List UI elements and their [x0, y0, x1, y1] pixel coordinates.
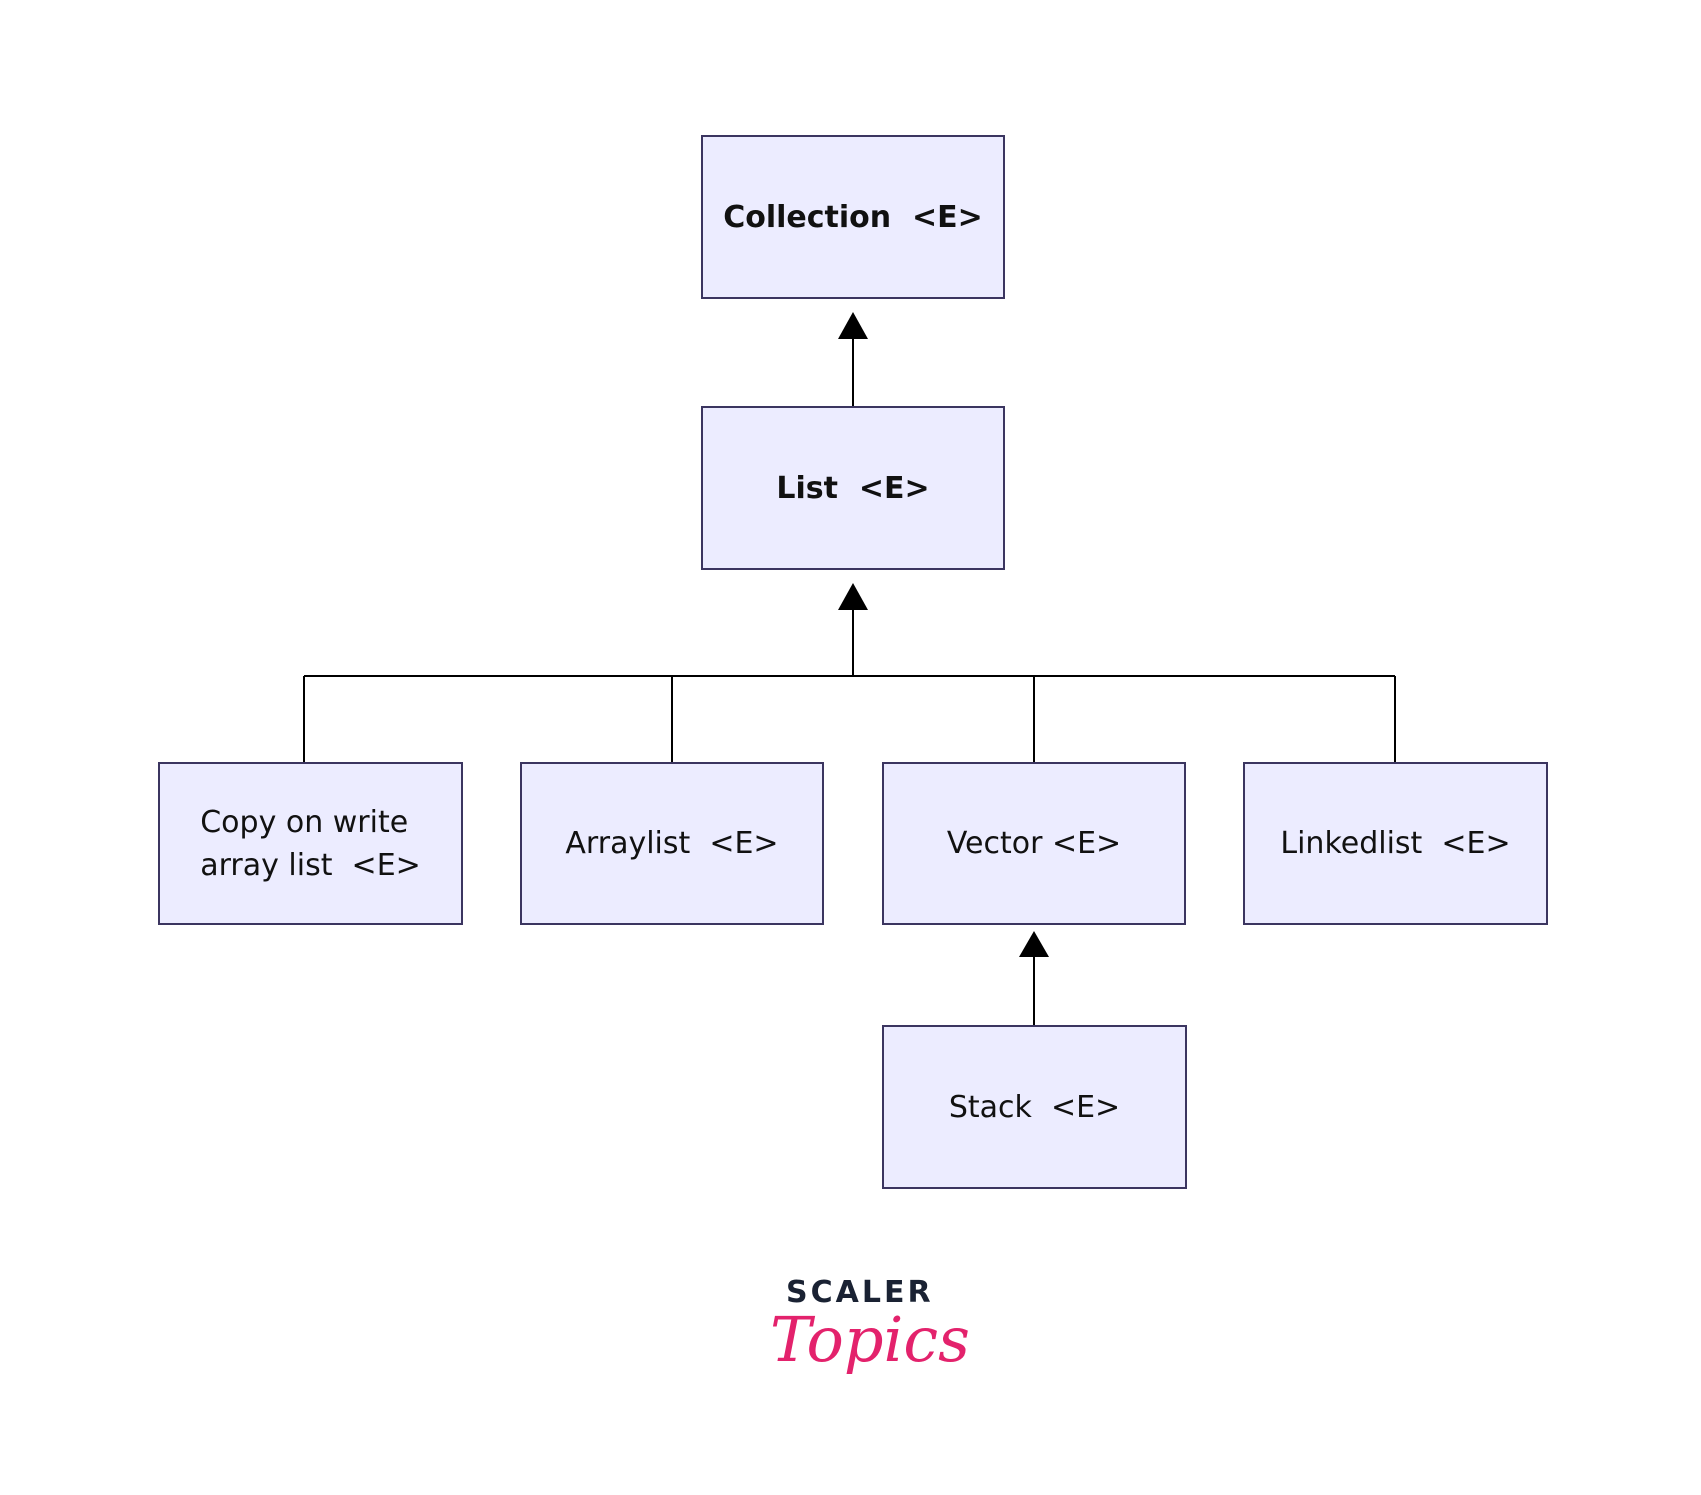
node-linkedlist-label: Linkedlist <E> [1280, 826, 1511, 861]
node-vector: Vector <E> [882, 762, 1186, 925]
node-collection-label: Collection <E> [723, 199, 983, 235]
node-copy-on-write-array-list: Copy on write array list <E> [158, 762, 463, 925]
node-copy-on-write-label: Copy on write array list <E> [200, 804, 421, 883]
node-vector-label: Vector <E> [946, 826, 1122, 861]
node-list-label: List <E> [776, 470, 930, 506]
node-stack: Stack <E> [882, 1025, 1187, 1189]
logo-topics-text: Topics [770, 1303, 970, 1376]
node-arraylist-label: Arraylist <E> [565, 826, 779, 861]
node-list: List <E> [701, 406, 1005, 570]
arrowhead-vector [1019, 931, 1049, 957]
scaler-topics-logo: SCALER Topics [770, 1275, 970, 1415]
node-linkedlist: Linkedlist <E> [1243, 762, 1548, 925]
node-stack-label: Stack <E> [948, 1089, 1121, 1125]
logo-scaler-text: SCALER [786, 1275, 934, 1310]
arrowhead-collection [838, 312, 868, 339]
arrowhead-list [838, 583, 868, 610]
node-collection: Collection <E> [701, 135, 1005, 299]
node-arraylist: Arraylist <E> [520, 762, 824, 925]
